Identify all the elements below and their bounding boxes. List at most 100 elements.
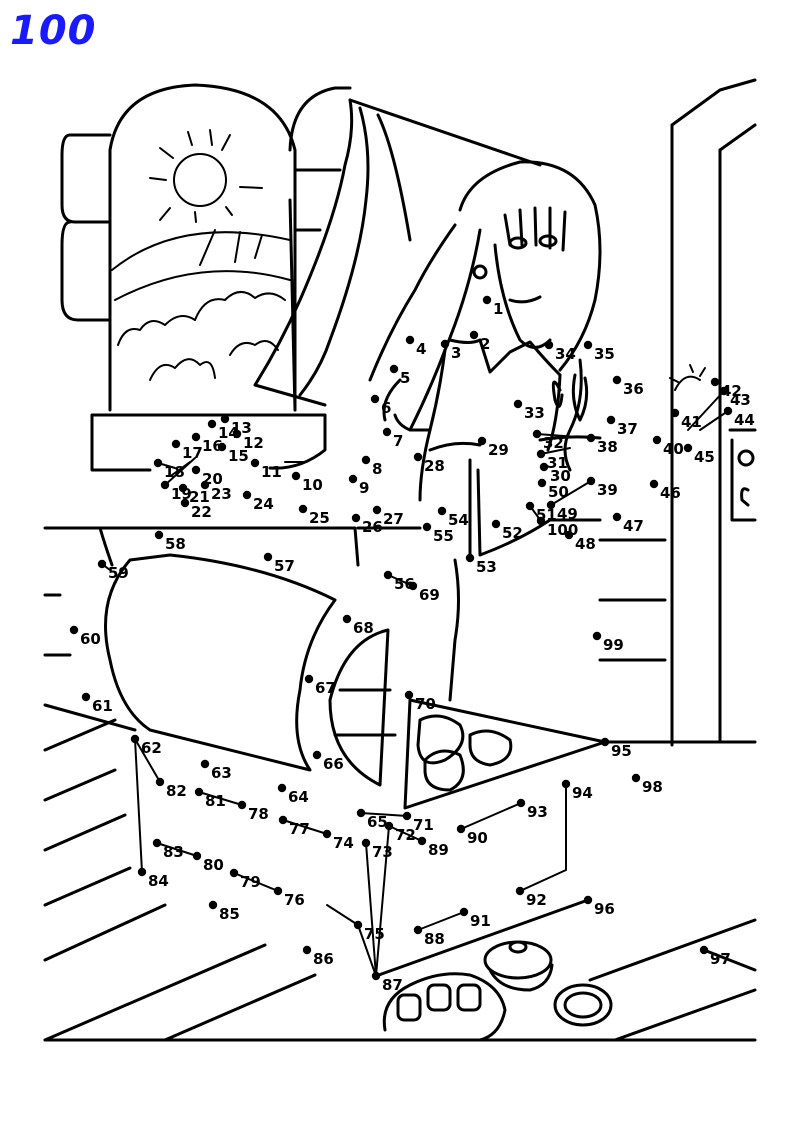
dot-marker: [612, 375, 622, 385]
dot-number: 67: [315, 679, 336, 697]
dot-marker: [250, 458, 260, 468]
dot-number: 58: [165, 535, 186, 553]
dot-number: 87: [382, 976, 403, 994]
dot-45: 45: [683, 443, 715, 466]
dot-76: 76: [273, 886, 305, 909]
dot-80: 80: [192, 851, 224, 874]
dot-number: 54: [448, 511, 469, 529]
dot-marker: [200, 759, 210, 769]
dot-50: 50: [537, 478, 569, 501]
dot-53: 53: [465, 553, 497, 576]
dot-marker: [513, 399, 523, 409]
dot-number: 33: [524, 404, 545, 422]
dot-number: 40: [663, 440, 684, 458]
dot-7: 7: [382, 427, 403, 450]
dot-number: 64: [288, 788, 309, 806]
dot-number: 74: [333, 834, 354, 852]
dot-1: 1: [482, 295, 503, 318]
dot-marker: [437, 506, 447, 516]
dot-number: 2: [480, 335, 490, 353]
dot-12: 12: [232, 429, 264, 452]
dot-number: 89: [428, 841, 449, 859]
dot-number: 83: [163, 843, 184, 861]
dot-number: 70: [415, 695, 436, 713]
dot-77: 77: [278, 815, 310, 838]
door-drawing: [670, 78, 757, 747]
dot-54: 54: [437, 506, 469, 529]
dot-73: 73: [361, 838, 393, 861]
dot-13: 13: [220, 414, 252, 437]
dot-marker: [384, 821, 394, 831]
dot-71: 71: [402, 811, 434, 834]
dot-number: 39: [597, 481, 618, 499]
dot-10: 10: [291, 471, 323, 494]
dot-61: 61: [81, 692, 113, 715]
dot-marker: [200, 480, 210, 490]
dot-marker: [302, 945, 312, 955]
dot-marker: [408, 581, 418, 591]
dot-marker: [612, 512, 622, 522]
dot-22: 22: [180, 498, 212, 521]
dot-marker: [456, 824, 466, 834]
dot-68: 68: [342, 614, 374, 637]
dot-42: 42: [710, 377, 742, 400]
dot-72: 72: [384, 821, 416, 844]
dot-84: 84: [137, 867, 169, 890]
dot-83: 83: [152, 838, 184, 861]
dot-marker: [322, 829, 332, 839]
dot-marker: [263, 552, 273, 562]
dot-marker: [152, 838, 162, 848]
dot-marker: [232, 429, 242, 439]
dot-number: 73: [372, 843, 393, 861]
dot-57: 57: [263, 552, 295, 575]
dot-marker: [153, 458, 163, 468]
dot-number: 12: [243, 434, 264, 452]
dot-60: 60: [69, 625, 101, 648]
dot-number: 18: [164, 463, 185, 481]
dot-marker: [194, 787, 204, 797]
dot-marker: [130, 734, 140, 744]
dot-marker: [600, 737, 610, 747]
landscape-drawing: [111, 229, 291, 381]
dot-37: 37: [606, 415, 638, 438]
dot-number: 60: [80, 630, 101, 648]
dot-number: 15: [228, 447, 249, 465]
dot-number: 27: [383, 510, 404, 528]
dot-marker: [348, 474, 358, 484]
dot-number: 37: [617, 420, 638, 438]
dot-79: 79: [229, 868, 261, 891]
dot-46: 46: [649, 479, 681, 502]
dot-number: 57: [274, 557, 295, 575]
dot-marker: [652, 435, 662, 445]
dot-marker: [515, 886, 525, 896]
floor-objects-drawing: [382, 940, 613, 1042]
page-title: 100: [10, 8, 97, 54]
dot-23: 23: [200, 480, 232, 503]
dot-marker: [564, 530, 574, 540]
dot-64: 64: [277, 783, 309, 806]
dot-number: 86: [313, 950, 334, 968]
dot-marker: [583, 340, 593, 350]
dot-25: 25: [298, 504, 330, 527]
dot-number: 5: [400, 369, 410, 387]
dot-number: 71: [413, 816, 434, 834]
dot-marker: [192, 851, 202, 861]
dot-75: 75: [353, 920, 385, 943]
dot-number: 48: [575, 535, 596, 553]
dot-marker: [405, 335, 415, 345]
dot-number: 10: [302, 476, 323, 494]
dot-marker: [273, 886, 283, 896]
dot-marker: [242, 490, 252, 500]
dot-marker: [586, 476, 596, 486]
dot-marker: [592, 631, 602, 641]
dot-11: 11: [250, 458, 282, 481]
dot-31: 31: [536, 449, 568, 472]
dot-27: 27: [372, 505, 404, 528]
dot-marker: [353, 920, 363, 930]
dot-number: 85: [219, 905, 240, 923]
dot-62: 62: [130, 734, 162, 757]
dot-marker: [370, 394, 380, 404]
dot-number: 53: [476, 558, 497, 576]
dot-marker: [544, 340, 554, 350]
